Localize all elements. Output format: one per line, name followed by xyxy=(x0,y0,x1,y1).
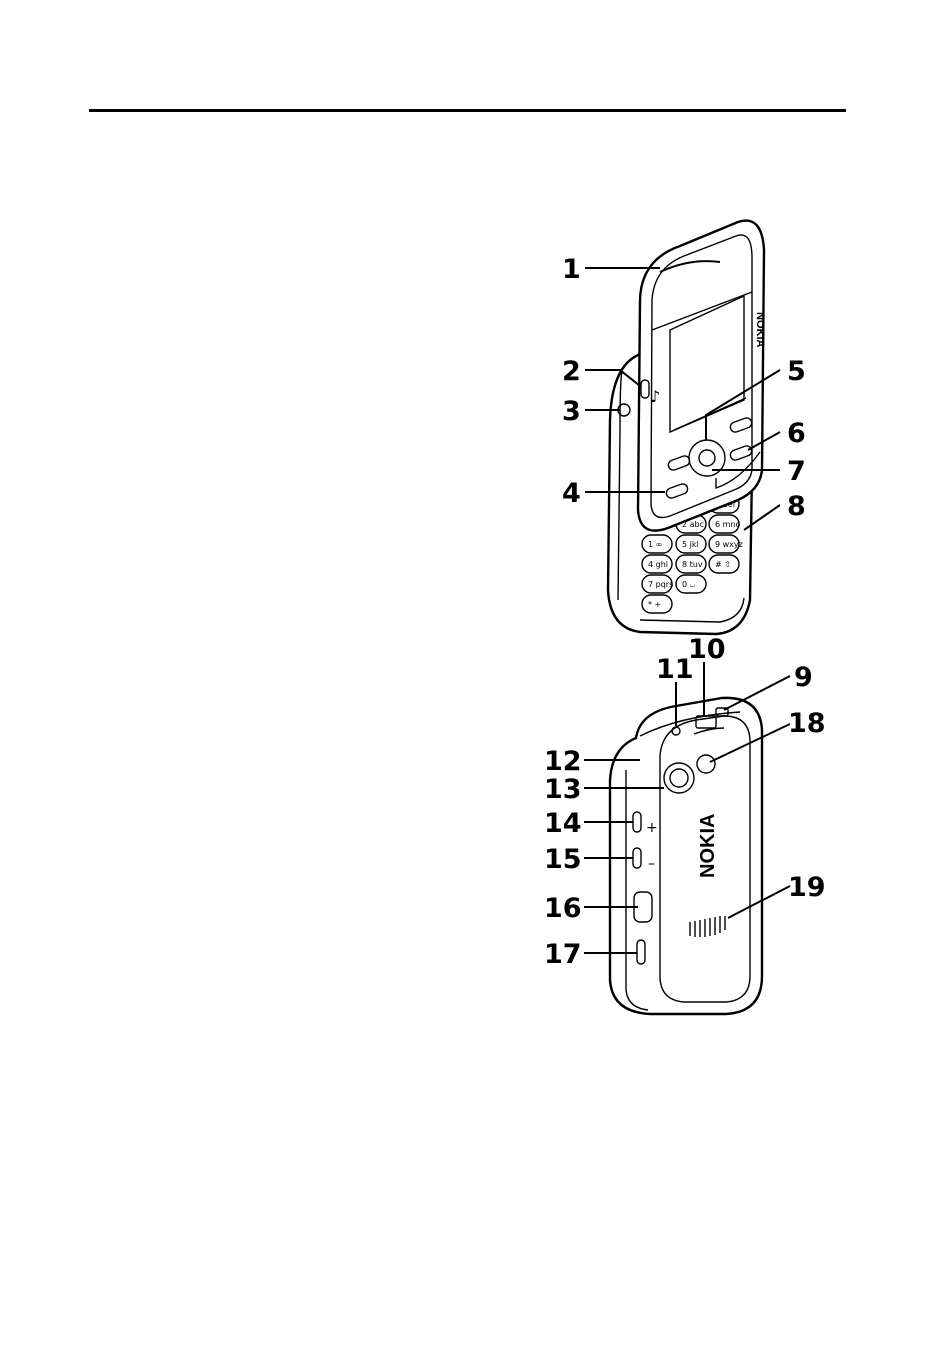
callout-13: 13 xyxy=(544,774,582,805)
callout-1: 1 xyxy=(562,254,581,285)
callout-11: 11 xyxy=(656,654,694,685)
callout-4: 4 xyxy=(562,478,581,509)
key-label: 0 ⏘ xyxy=(682,580,695,589)
callout-18: 18 xyxy=(788,708,826,739)
callout-2: 2 xyxy=(562,356,581,387)
key-label: 5 jkl xyxy=(682,540,699,549)
side-brand: NOKIA xyxy=(754,312,766,348)
front-view: 1 ∞ 2 abc 3 def 4 ghi 5 jkl 6 mno 7 pqrs… xyxy=(608,221,766,634)
callout-5: 5 xyxy=(787,356,806,387)
back-view: + – NOKIA xyxy=(610,698,762,1014)
callout-16: 16 xyxy=(544,893,582,924)
callout-19: 19 xyxy=(788,872,826,903)
callout-12: 12 xyxy=(544,746,582,777)
callout-6: 6 xyxy=(787,418,806,449)
callout-9: 9 xyxy=(794,662,813,693)
key-label: 6 mno xyxy=(715,520,740,529)
music-note-icon: ♪ xyxy=(650,387,660,406)
key-label: 1 ∞ xyxy=(648,540,662,549)
volume-plus-mark: + xyxy=(646,820,658,836)
volume-minus-mark: – xyxy=(648,856,655,872)
callout-10: 10 xyxy=(688,634,726,665)
callout-8: 8 xyxy=(787,491,806,522)
callout-14: 14 xyxy=(544,808,582,839)
key-label: 4 ghi xyxy=(648,560,668,569)
back-brand: NOKIA xyxy=(697,814,719,878)
callout-15: 15 xyxy=(544,844,582,875)
key-label: 7 pqrs xyxy=(648,580,673,589)
callout-3: 3 xyxy=(562,396,581,427)
key-label: 9 wxyz xyxy=(715,540,743,549)
key-label: * + xyxy=(648,600,661,609)
key-label: 8 tuv xyxy=(682,560,703,569)
callout-7: 7 xyxy=(787,456,806,487)
key-label: # ⇧ xyxy=(715,560,731,569)
callout-17: 17 xyxy=(544,939,582,970)
